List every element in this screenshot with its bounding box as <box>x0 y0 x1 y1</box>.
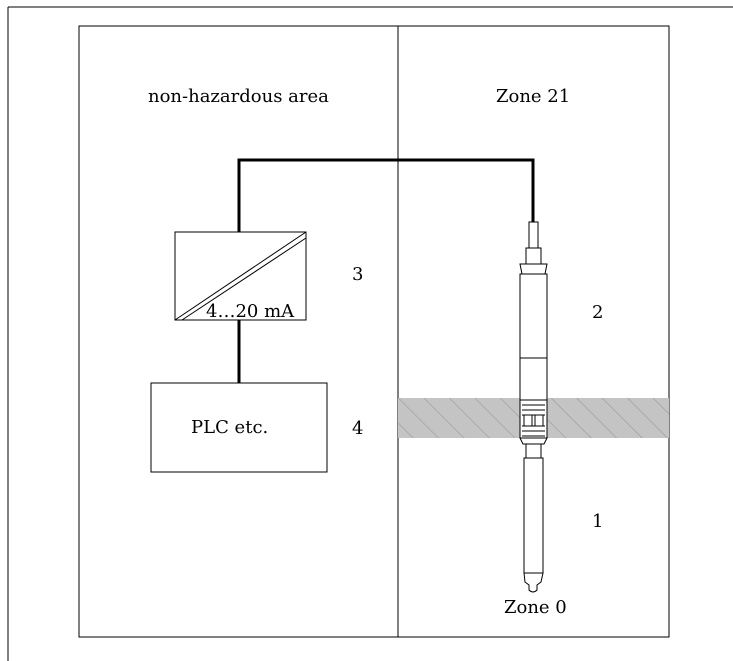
sensor-lower-body <box>519 357 548 401</box>
transmitter-diagonal <box>174 231 307 321</box>
callout-3: 3 <box>352 264 364 285</box>
sensor-upper-body <box>519 273 548 359</box>
sensor-tip <box>523 572 544 593</box>
callout-4: 4 <box>352 418 364 439</box>
zone-0-label: Zone 0 <box>504 597 567 618</box>
transmitter-diagonal-2 <box>181 237 307 321</box>
area-label-non-hazardous: non-hazardous area <box>148 86 329 107</box>
sensor-shaft <box>525 443 542 459</box>
sensor-head-taper <box>519 263 548 275</box>
callout-2: 2 <box>592 302 604 323</box>
diagram-frame <box>78 25 670 638</box>
plc-label: PLC etc. <box>191 417 269 438</box>
sensor-assembly <box>519 221 548 593</box>
transmitter-signal-label: 4…20 mA <box>206 301 295 322</box>
sensor-plug <box>525 247 542 265</box>
signal-cable <box>237 158 535 232</box>
area-label-zone-21: Zone 21 <box>496 86 571 107</box>
sensor-cable-gland <box>528 221 539 249</box>
callout-1: 1 <box>592 511 604 532</box>
plc-box <box>150 382 328 473</box>
